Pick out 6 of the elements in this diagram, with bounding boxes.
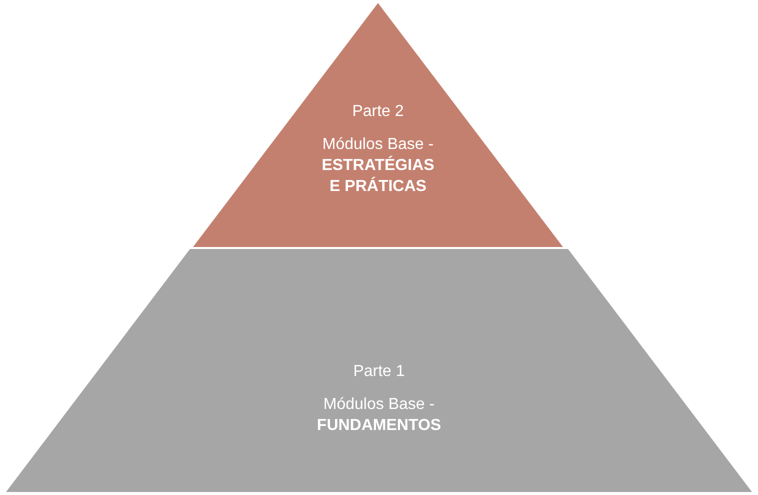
- pyramid-base-trapezoid: [6, 249, 752, 492]
- pyramid-top-triangle: [193, 3, 563, 247]
- tier-title: Parte 2: [351, 102, 405, 122]
- tier-title: Parte 1: [352, 362, 406, 382]
- tier-description: Módulos Base - ESTRATÉGIAS E PRÁTICAS: [320, 135, 436, 197]
- tier-description: Módulos Base - FUNDAMENTOS: [316, 395, 442, 436]
